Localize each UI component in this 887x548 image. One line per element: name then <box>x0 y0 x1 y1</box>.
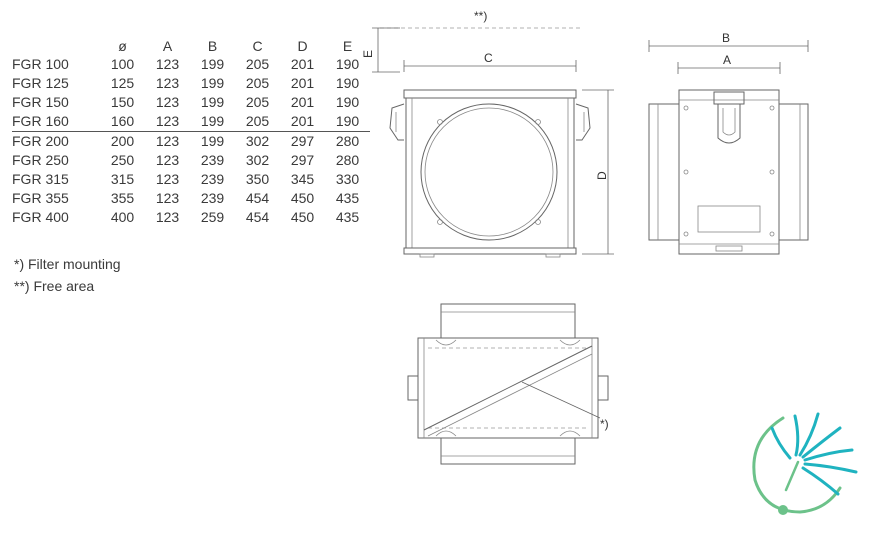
header-cell: C <box>252 37 263 54</box>
label-filter: *) <box>600 417 609 431</box>
table-row: FGR 250 250 123 239 302 297 280 <box>12 151 370 170</box>
value-cell: 123 <box>155 113 180 129</box>
value-cell: 435 <box>335 209 360 225</box>
value-cell: 280 <box>325 131 370 151</box>
value-cell: 199 <box>190 131 235 151</box>
value-cell: 302 <box>235 131 280 151</box>
value-cell: 123 <box>155 75 180 91</box>
value-cell: 250 <box>110 152 135 168</box>
side-view: B A <box>648 31 809 255</box>
value-cell: 201 <box>290 75 315 91</box>
value-cell: 239 <box>200 152 225 168</box>
value-cell: 345 <box>290 171 315 187</box>
value-cell: 199 <box>200 94 225 110</box>
label-e: E <box>361 50 375 58</box>
value-cell: 199 <box>200 56 225 72</box>
value-cell: 123 <box>145 131 190 151</box>
value-cell: 201 <box>290 56 315 72</box>
table-header-row: ø A B C D E <box>12 36 370 55</box>
value-cell: 123 <box>155 94 180 110</box>
value-cell: 239 <box>200 190 225 206</box>
value-cell: 199 <box>200 113 225 129</box>
dandelion-logo-icon <box>752 412 858 515</box>
value-cell: 280 <box>335 152 360 168</box>
label-d: D <box>595 171 609 180</box>
value-cell: 190 <box>335 56 360 72</box>
value-cell: 450 <box>290 209 315 225</box>
note-filter-mounting: *) Filter mounting <box>14 256 121 272</box>
value-cell: 150 <box>110 94 135 110</box>
value-cell: 123 <box>155 171 180 187</box>
value-cell: 123 <box>155 209 180 225</box>
value-cell: 123 <box>155 190 180 206</box>
header-cell: A <box>162 37 173 54</box>
value-cell: 205 <box>245 94 270 110</box>
label-c: C <box>484 51 493 65</box>
table-row: FGR 100 100 123 199 205 201 190 <box>12 55 370 74</box>
value-cell: 100 <box>110 56 135 72</box>
table-row: FGR 400 400 123 259 454 450 435 <box>12 208 370 227</box>
table-row: FGR 160 160 123 199 205 201 190 <box>12 112 370 132</box>
value-cell: 454 <box>245 190 270 206</box>
header-cell: ø <box>118 37 127 54</box>
value-cell: 205 <box>245 75 270 91</box>
note-free-area: **) Free area <box>14 278 95 294</box>
value-cell: 200 <box>100 131 145 151</box>
value-cell: 450 <box>290 190 315 206</box>
value-cell: 350 <box>245 171 270 187</box>
table-row: FGR 355 355 123 239 454 450 435 <box>12 189 370 208</box>
value-cell: 123 <box>155 56 180 72</box>
front-view: **) E C D <box>361 9 614 258</box>
model-cell: FGR 355 <box>12 190 69 206</box>
table-row: FGR 315 315 123 239 350 345 330 <box>12 170 370 189</box>
model-cell: FGR 250 <box>12 152 69 168</box>
value-cell: 190 <box>335 75 360 91</box>
value-cell: 239 <box>200 171 225 187</box>
value-cell: 201 <box>290 94 315 110</box>
value-cell: 297 <box>280 131 325 151</box>
section-view: *) <box>407 303 609 465</box>
label-b: B <box>722 31 730 45</box>
value-cell: 160 <box>110 113 135 129</box>
table-row: FGR 125 125 123 199 205 201 190 <box>12 74 370 93</box>
model-cell: FGR 100 <box>12 56 69 72</box>
value-cell: 201 <box>290 113 315 129</box>
value-cell: 315 <box>110 171 135 187</box>
value-cell: 297 <box>290 152 315 168</box>
value-cell: 355 <box>110 190 135 206</box>
label-free-area: **) <box>474 9 487 23</box>
model-cell: FGR 160 <box>12 113 69 129</box>
value-cell: 125 <box>110 75 135 91</box>
value-cell: 302 <box>245 152 270 168</box>
value-cell: 259 <box>200 209 225 225</box>
value-cell: 190 <box>335 94 360 110</box>
header-cell: B <box>207 37 218 54</box>
label-a: A <box>723 53 731 67</box>
value-cell: 205 <box>245 56 270 72</box>
value-cell: 123 <box>155 152 180 168</box>
value-cell: 190 <box>335 113 360 129</box>
model-cell: FGR 315 <box>12 171 69 187</box>
value-cell: 435 <box>335 190 360 206</box>
model-cell: FGR 200 <box>12 131 100 151</box>
model-cell: FGR 125 <box>12 75 69 91</box>
header-cell: E <box>342 37 353 54</box>
model-cell: FGR 150 <box>12 94 69 110</box>
header-cell: D <box>297 37 308 54</box>
model-cell: FGR 400 <box>12 209 69 225</box>
table-row: FGR 150 150 123 199 205 201 190 <box>12 93 370 112</box>
value-cell: 199 <box>200 75 225 91</box>
value-cell: 400 <box>110 209 135 225</box>
value-cell: 330 <box>335 171 360 187</box>
value-cell: 454 <box>245 209 270 225</box>
value-cell: 205 <box>245 113 270 129</box>
